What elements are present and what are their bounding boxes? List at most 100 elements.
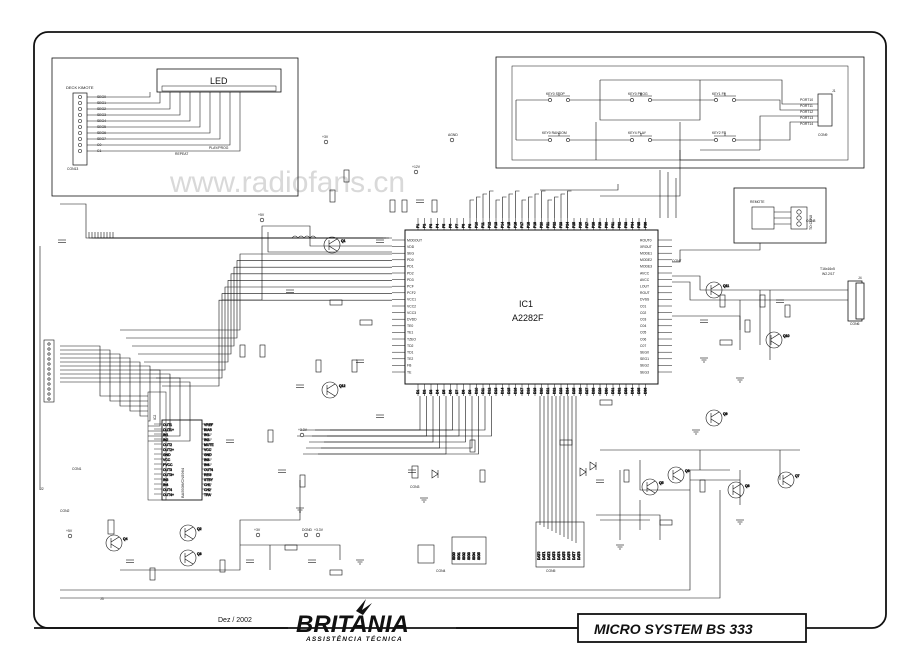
- lower-connector: [451, 536, 487, 565]
- connector-label: CON5: [546, 569, 556, 573]
- wire: [646, 480, 656, 487]
- ic1-pin-label: P27: [585, 222, 589, 228]
- wire: [156, 293, 392, 379]
- ic1-pin-label: P11: [481, 222, 485, 228]
- switch-contact: [714, 98, 718, 102]
- wire: [87, 92, 161, 104]
- switch-contact: [714, 138, 718, 142]
- ic1-pin-label: P17: [520, 222, 524, 228]
- ic1-pin-label: MODE1: [640, 252, 652, 256]
- ic1-pin-label: D30: [605, 388, 609, 394]
- resistor: [469, 439, 476, 453]
- ic2-pin-label: OUT3+: [163, 473, 174, 477]
- ic1-pin-label: P2: [423, 224, 427, 228]
- bus-label: DAT2: [547, 551, 551, 560]
- supply-label: +12V: [412, 165, 421, 169]
- ic1-pin-label: TD2: [407, 344, 414, 348]
- resistor: [784, 304, 791, 318]
- ic1-pin-label: P10: [475, 222, 479, 228]
- ic1-pin-label: D29: [598, 388, 602, 394]
- ic1-pin-label: D20: [540, 388, 544, 394]
- bus-label: SIG0: [452, 552, 456, 560]
- switch-contact: [566, 138, 570, 142]
- ic1-pin-label: P30: [605, 222, 609, 228]
- supply-label: +3.3V: [314, 528, 324, 532]
- brand-name: BRITANIA: [296, 611, 409, 638]
- ic1-pin-label: PCF: [407, 285, 414, 289]
- ic1-pin-label: D6: [449, 390, 453, 394]
- ic1-pin-label: D16: [514, 388, 518, 394]
- connector-pin: [78, 101, 82, 105]
- wire: [328, 245, 338, 252]
- connector-label: CON1: [72, 467, 82, 471]
- wire: [60, 345, 148, 397]
- wire: [309, 396, 466, 443]
- connector-pin: [78, 143, 82, 147]
- ic2-pin-label: IN1: [163, 433, 168, 437]
- switch-contact: [548, 98, 552, 102]
- wire: [328, 238, 338, 245]
- supply-terminal: [449, 137, 455, 143]
- connector-pin: [78, 107, 82, 111]
- transistor-label: Q5: [659, 481, 664, 485]
- wire: [710, 411, 720, 418]
- ic1-pin-label: AVCC: [640, 278, 650, 282]
- resistor: [719, 339, 733, 346]
- wire: [579, 467, 587, 477]
- supply-terminal: [303, 532, 309, 538]
- wire: [782, 473, 792, 480]
- wire: [60, 353, 148, 407]
- resistor: [219, 559, 226, 573]
- ic2-pin-label: IN3-: [204, 458, 210, 462]
- ic1-pin-label: D32: [618, 388, 622, 394]
- ic2-pin-label: BIAS: [204, 428, 212, 432]
- wire: [540, 150, 681, 197]
- wire: [516, 121, 818, 141]
- ic1-pin-label: P23: [559, 222, 563, 228]
- ic2-pin-label: OUT1: [163, 423, 172, 427]
- ic1-pin-label: SEG: [407, 252, 415, 256]
- switch-contact: [566, 98, 570, 102]
- ic1-pin-label: P5: [442, 224, 446, 228]
- wire: [508, 193, 513, 218]
- ic1-pin-label: DVSS: [640, 298, 650, 302]
- wire: [87, 92, 151, 98]
- wire: [291, 235, 317, 239]
- connector-pin: [47, 362, 51, 366]
- wire: [306, 396, 473, 449]
- ic1-pin-label: VCC2: [407, 304, 416, 308]
- ic1-pin-label: D27: [585, 388, 589, 394]
- ic1-pin-label: TD1: [407, 351, 414, 355]
- wire: [87, 92, 231, 146]
- ic1-pin-label: P16: [514, 222, 518, 228]
- wire: [184, 558, 194, 565]
- resistor: [479, 469, 486, 483]
- wire: [672, 275, 848, 291]
- transistor-body: [705, 281, 723, 299]
- ic1-pin-label: C02: [640, 311, 646, 315]
- connector-pin: [78, 119, 82, 123]
- wire: [39, 203, 87, 490]
- wire: [521, 199, 526, 218]
- connector-pin: [78, 149, 82, 153]
- wire: [110, 543, 120, 550]
- wire: [162, 299, 392, 387]
- ic2-pin-label: VREF: [204, 423, 213, 427]
- ic1-pin-label: D11: [481, 388, 485, 394]
- ic1-pin-label: P32: [618, 222, 622, 228]
- ic1-pin-label: C04: [640, 324, 646, 328]
- wire: [534, 193, 539, 218]
- transistor-label: Q4: [123, 537, 128, 541]
- supply-label: +5V: [258, 213, 265, 217]
- wire: [770, 333, 780, 340]
- switch-contact: [548, 138, 552, 142]
- ic2-pin-label: OUT4+: [163, 493, 174, 497]
- wire: [554, 196, 559, 218]
- transistor-label: Q8: [745, 484, 750, 488]
- wire: [300, 396, 486, 431]
- ic2-chip: BA5936/CN5964 IC2 VREFBIASIN1-IN2-MUTEVC…: [147, 391, 215, 501]
- connector-pin: [47, 372, 51, 376]
- key-label: KEY0 RANDOM: [542, 131, 567, 135]
- resistor: [329, 569, 343, 576]
